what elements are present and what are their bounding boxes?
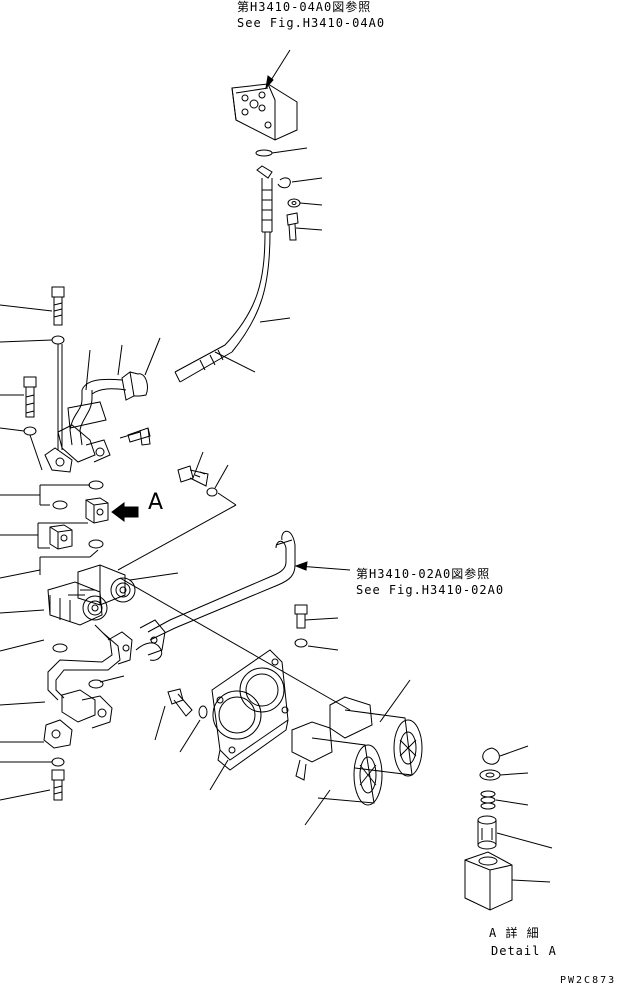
filter-cylinder-rear [330, 680, 422, 776]
detail-snap-ring [483, 746, 528, 764]
detail-letter: A [148, 490, 164, 515]
washer-lower-left [0, 758, 64, 766]
seal-bracket-1 [0, 481, 103, 509]
washer-left-upper [0, 336, 64, 450]
upper-hose [175, 166, 290, 382]
filter-cylinder-front [292, 722, 382, 825]
detail-title-jp: A 詳 細 [489, 926, 540, 940]
bolt-flange [120, 428, 150, 445]
bolt-left-mid [0, 377, 36, 417]
seal-bracket-2 [0, 540, 103, 578]
washer-upper [288, 199, 322, 207]
top-valve-block [232, 84, 297, 140]
leader-arrow-mid [296, 562, 350, 570]
detail-sleeve [478, 816, 552, 849]
leader-lines-long [118, 505, 350, 710]
mounting-plate [210, 650, 288, 790]
washer-left-mid [0, 427, 42, 470]
leader-arrow-top [266, 50, 290, 88]
bolt-left-upper [0, 287, 64, 325]
bolt-lower-left [0, 770, 64, 800]
detail-spring [481, 791, 528, 809]
washer-center [207, 465, 236, 505]
ref-top-en: See Fig.H3410-04A0 [237, 16, 386, 30]
washer-plate [295, 639, 338, 650]
pipe-left-upper [68, 338, 160, 445]
oring-top [256, 148, 307, 156]
pipe-lower-left [48, 625, 162, 700]
clip-upper [278, 178, 322, 188]
seal-block-b [50, 525, 72, 549]
bolt-lower-mid [155, 689, 207, 752]
long-pipe [140, 531, 295, 655]
ref-mid-jp: 第H3410-02A0図参照 [356, 567, 491, 581]
bolt-upper [287, 213, 322, 240]
flange-left [45, 425, 110, 472]
detail-block [465, 852, 550, 910]
bolt-plate [295, 605, 338, 628]
flange-lower-left [0, 676, 124, 748]
seal-block-a [0, 498, 108, 548]
pump-assembly [0, 565, 135, 705]
drawing-code: PW2C873 [560, 975, 617, 986]
detail-arrow-a [112, 503, 138, 521]
ref-top-jp: 第H3410-04A0図参照 [237, 0, 372, 14]
detail-title-en: Detail A [491, 944, 557, 958]
bolt-center [178, 452, 208, 486]
detail-washer [480, 770, 528, 780]
ref-mid-en: See Fig.H3410-02A0 [356, 583, 505, 597]
